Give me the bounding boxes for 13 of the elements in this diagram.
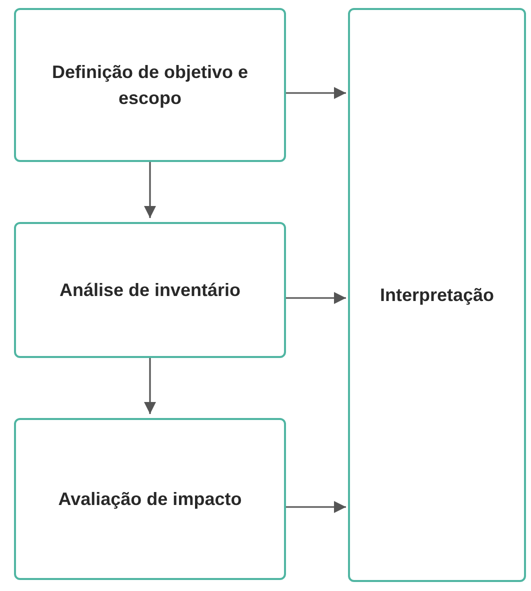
box-label: Análise de inventário xyxy=(58,278,242,302)
box-label: Avaliação de impacto xyxy=(57,488,243,511)
arrow xyxy=(286,501,346,513)
process-box xyxy=(348,8,526,582)
process-box xyxy=(14,222,286,358)
box-label: Interpretação xyxy=(378,284,496,307)
process-box xyxy=(14,418,286,580)
arrow xyxy=(144,162,156,218)
box-label: Definição de objetivo e escopo xyxy=(50,60,250,110)
process-box xyxy=(14,8,286,162)
arrow xyxy=(144,358,156,414)
arrow xyxy=(286,292,346,304)
arrow xyxy=(286,87,346,99)
